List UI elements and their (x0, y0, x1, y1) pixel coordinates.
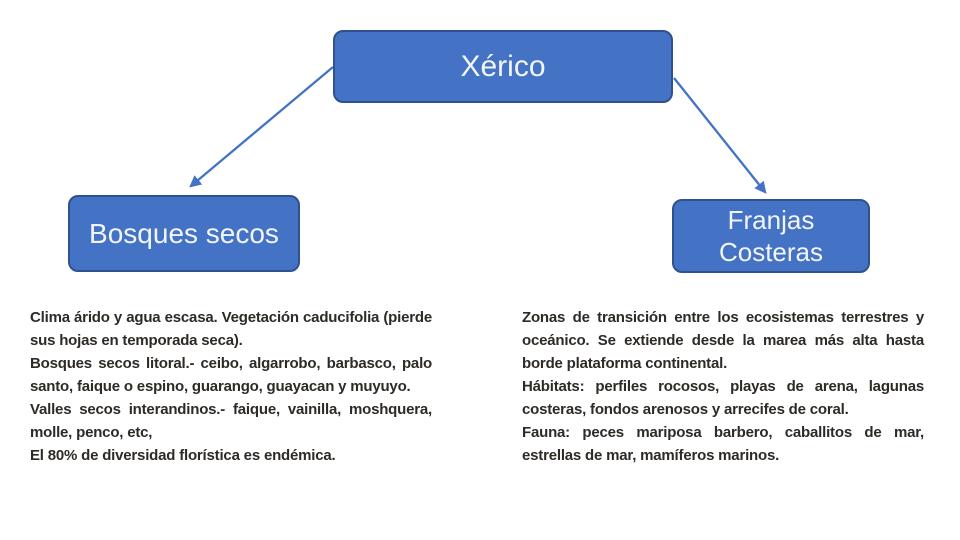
node-xerico-label: Xérico (460, 49, 546, 83)
bosques-secos-description: Clima árido y agua escasa. Vegetación ca… (30, 306, 432, 467)
franjas-paragraph-fauna: Fauna: peces mariposa barbero, caballito… (522, 424, 924, 464)
node-franjas-costeras: Franjas Costeras (672, 199, 870, 273)
node-bosques-secos-label: Bosques secos (89, 217, 279, 249)
node-bosques-secos: Bosques secos (68, 195, 300, 272)
franjas-paragraph-zonas: Zonas de transición entre los ecosistema… (522, 309, 924, 372)
franjas-paragraph-habitats: Hábitats: perfiles rocosos, playas de ar… (522, 378, 924, 418)
connector-root-to-franjas-arrow (673, 77, 767, 194)
connector-root-to-bosques-arrow (189, 66, 334, 188)
bosques-paragraph-endemismo: El 80% de diversidad florística es endém… (30, 447, 336, 464)
node-xerico: Xérico (333, 30, 673, 103)
bosques-paragraph-clima: Clima árido y agua escasa. Vegetación ca… (30, 309, 432, 349)
node-franjas-costeras-label: Franjas Costeras (718, 204, 824, 268)
bosques-paragraph-litoral: Bosques secos litoral.- ceibo, algarrobo… (30, 355, 432, 395)
franjas-costeras-description: Zonas de transición entre los ecosistema… (522, 306, 924, 467)
bosques-paragraph-valles: Valles secos interandinos.- faique, vain… (30, 401, 432, 441)
